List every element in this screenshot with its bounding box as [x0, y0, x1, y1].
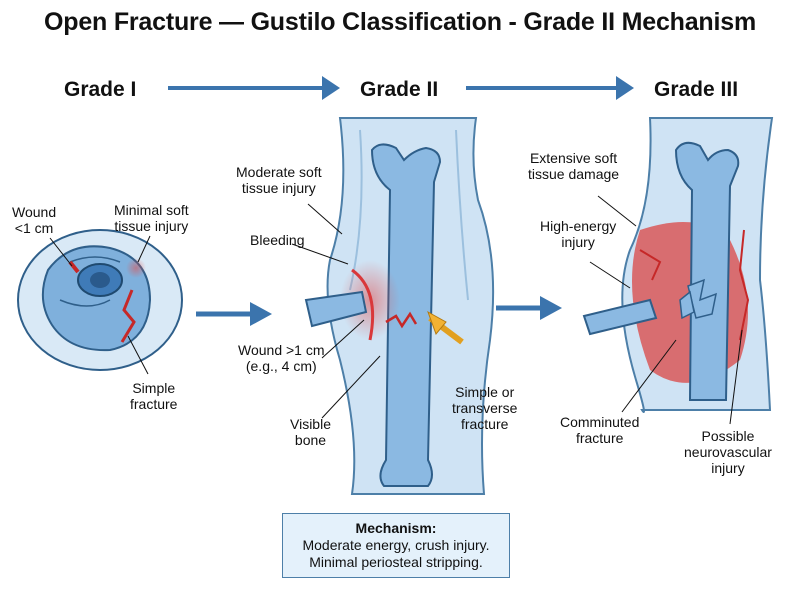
grade-1-heading: Grade I [64, 78, 137, 101]
diagram-title: Open Fracture — Gustilo Classification -… [44, 8, 756, 36]
mechanism-heading: Mechanism: [355, 520, 437, 536]
g2-wound-label: Wound >1 cm(e.g., 4 cm) [238, 342, 325, 374]
mechanism-line-2: Minimal periosteal stripping. [309, 554, 483, 570]
grade-2-heading: Grade II [360, 78, 439, 101]
g2-bleeding-label: Bleeding [250, 232, 305, 248]
grade2-leg [291, 117, 495, 495]
grade3-leg [582, 117, 774, 425]
g1-wound-label: Wound<1 cm [12, 204, 57, 236]
progression-arrow-1 [168, 76, 340, 100]
progression-arrow-2 [466, 76, 634, 100]
mechanism-line-1: Moderate energy, crush injury. [302, 537, 490, 553]
grade1-cross-section [17, 229, 183, 375]
flow-arrow-2 [496, 296, 562, 320]
flow-arrow-1 [196, 302, 272, 326]
mechanism-box: Mechanism: Moderate energy, crush injury… [282, 513, 510, 578]
grade-3-heading: Grade III [654, 78, 739, 101]
